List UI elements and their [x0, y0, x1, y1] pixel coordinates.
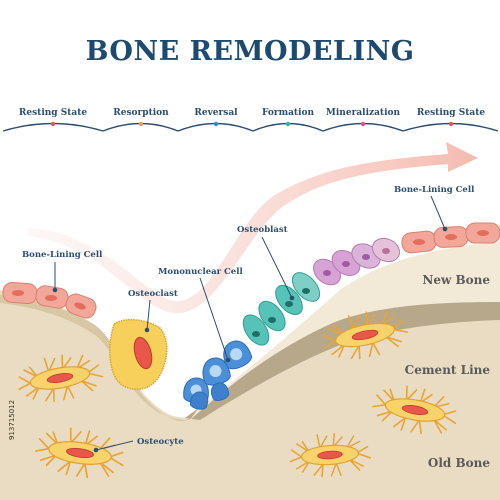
- stage-dot: [285, 121, 291, 127]
- bone-lining-cells-left: [2, 281, 97, 319]
- mononuclear-cells: [183, 340, 253, 410]
- stage-label-resorption: Resorption: [113, 108, 169, 118]
- stage-dot: [213, 121, 219, 127]
- stage-label-reversal: Reversal: [194, 108, 238, 118]
- progression-arrow: [28, 142, 478, 314]
- stock-id: 913715012: [8, 400, 16, 440]
- label-osteocyte: Osteocyte: [137, 437, 184, 447]
- label-bone-lining-right: Bone-Lining Cell: [394, 185, 475, 195]
- label-mononuclear: Mononuclear Cell: [158, 267, 243, 277]
- bone-lining-cells-right: [401, 222, 500, 254]
- stage-dot: [360, 121, 366, 127]
- osteoclast-cell: [109, 318, 168, 391]
- new-bone-region: [190, 242, 500, 420]
- region-label-new-bone: New Bone: [422, 273, 490, 287]
- stage-label-mineralization: Mineralization: [326, 108, 401, 118]
- stage-dot: [50, 121, 56, 127]
- label-osteoclast: Osteoclast: [128, 289, 178, 299]
- label-bone-lining-left: Bone-Lining Cell: [22, 250, 103, 260]
- page-title: BONE REMODELING: [86, 36, 415, 67]
- stage-label-resting-end: Resting State: [417, 108, 485, 118]
- region-label-old-bone: Old Bone: [428, 456, 490, 470]
- label-osteoblast: Osteoblast: [237, 225, 288, 235]
- stage-label-formation: Formation: [262, 108, 315, 118]
- cement-line-region: [185, 300, 500, 420]
- mineralization-cells: [313, 237, 401, 286]
- region-label-cement-line: Cement Line: [405, 363, 491, 377]
- stage-dot: [448, 121, 454, 127]
- stage-dot: [138, 121, 144, 127]
- stage-timeline: Resting State Resorption Reversal Format…: [2, 108, 499, 132]
- stage-label-resting: Resting State: [19, 108, 87, 118]
- osteoblast-cells: [242, 272, 321, 346]
- leader-lines: [52, 195, 448, 453]
